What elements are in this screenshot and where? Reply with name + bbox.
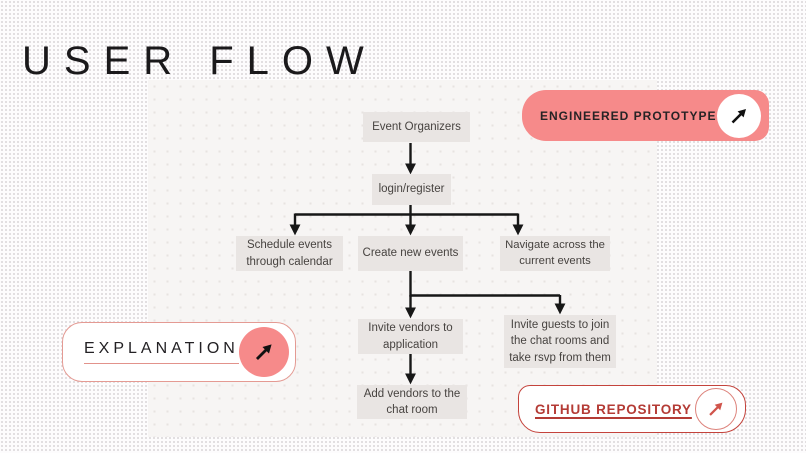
flow-node-add-vendors: Add vendors to the chat room bbox=[357, 385, 467, 419]
flow-node-navigate-events: Navigate across the current events bbox=[500, 236, 610, 271]
flow-node-invite-vendors: Invite vendors to application bbox=[358, 319, 463, 354]
explanation-label: EXPLANATION bbox=[84, 340, 239, 364]
arrow-up-right-icon bbox=[695, 388, 737, 430]
flow-node-login-register: login/register bbox=[372, 174, 451, 205]
flow-node-invite-guests: Invite guests to join the chat rooms and… bbox=[504, 315, 616, 368]
github-repository-label: GITHUB REPOSITORY bbox=[535, 401, 692, 417]
page-title: USER FLOW bbox=[22, 38, 377, 83]
arrow-up-right-icon bbox=[717, 93, 761, 138]
explanation-button[interactable]: EXPLANATION bbox=[62, 322, 296, 382]
github-repository-button[interactable]: GITHUB REPOSITORY bbox=[518, 385, 746, 433]
engineered-prototype-button[interactable]: ENGINEERED PROTOTYPE bbox=[522, 90, 769, 141]
flow-node-create-events: Create new events bbox=[358, 236, 463, 271]
arrow-up-right-icon bbox=[238, 327, 289, 377]
flow-node-event-organizers: Event Organizers bbox=[363, 112, 470, 142]
engineered-prototype-label: ENGINEERED PROTOTYPE bbox=[540, 108, 717, 123]
flow-node-schedule-events: Schedule events through calendar bbox=[236, 236, 343, 271]
